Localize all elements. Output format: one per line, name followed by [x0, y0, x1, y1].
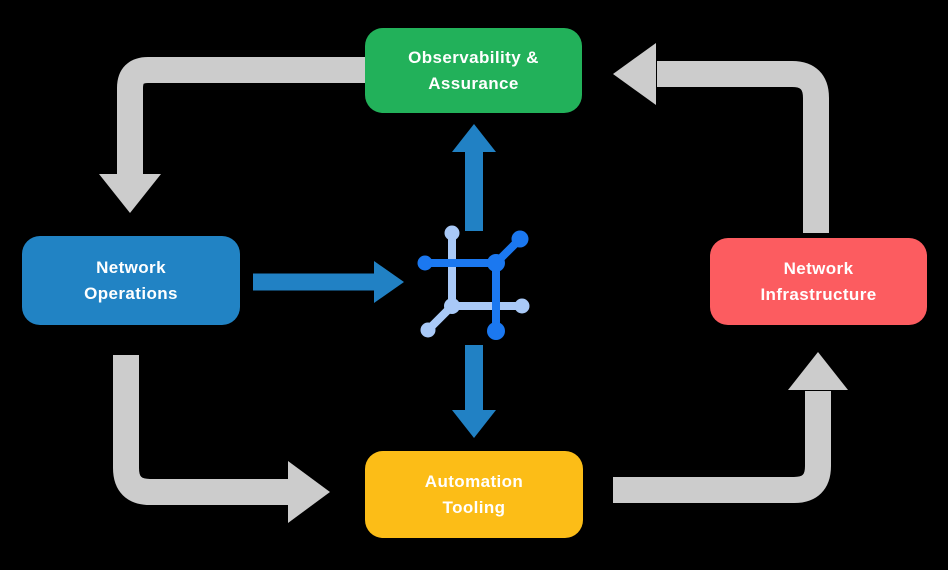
node-automation-tooling: Automation Tooling [365, 451, 583, 538]
network-automation-icon [417, 225, 530, 340]
node-network-infrastructure: Network Infrastructure [710, 238, 927, 325]
arrow-automation-to-infrastructure [613, 391, 831, 503]
node-label-line: Assurance [428, 73, 519, 93]
arrowhead-infrastructure-to-observability [613, 43, 656, 105]
icon-node-bottom-left [444, 298, 460, 314]
icon-node-diag-dark [511, 230, 529, 248]
icon-node-left [417, 255, 433, 271]
icon-node-top [444, 225, 460, 241]
arrow-infrastructure-to-observability [657, 61, 829, 233]
arrowhead-center-to-observability [452, 124, 496, 152]
icon-node-top-right [487, 254, 505, 272]
node-label-line: Tooling [442, 497, 506, 517]
arrowhead-operations-to-center [374, 261, 404, 303]
icon-node-diag-light [420, 322, 436, 338]
node-label-line: Automation [424, 471, 524, 491]
arrowhead-observability-to-operations [99, 174, 161, 213]
node-label-line: Observability & [408, 47, 539, 67]
node-label-line: Infrastructure [760, 284, 877, 304]
node-label-line: Network [96, 257, 166, 277]
icon-node-bottom [487, 322, 505, 340]
icon-node-right [514, 298, 530, 314]
arrowhead-operations-to-automation [288, 461, 330, 523]
arrowhead-center-to-automation [452, 410, 496, 438]
node-observability-assurance: Observability & Assurance [365, 28, 582, 113]
node-network-operations: Network Operations [22, 236, 240, 325]
arrowhead-automation-to-infrastructure [788, 352, 848, 390]
arrow-observability-to-operations [117, 57, 368, 176]
arrow-operations-to-automation [113, 355, 290, 505]
node-label-line: Operations [84, 283, 178, 303]
node-label-line: Network [783, 258, 854, 278]
